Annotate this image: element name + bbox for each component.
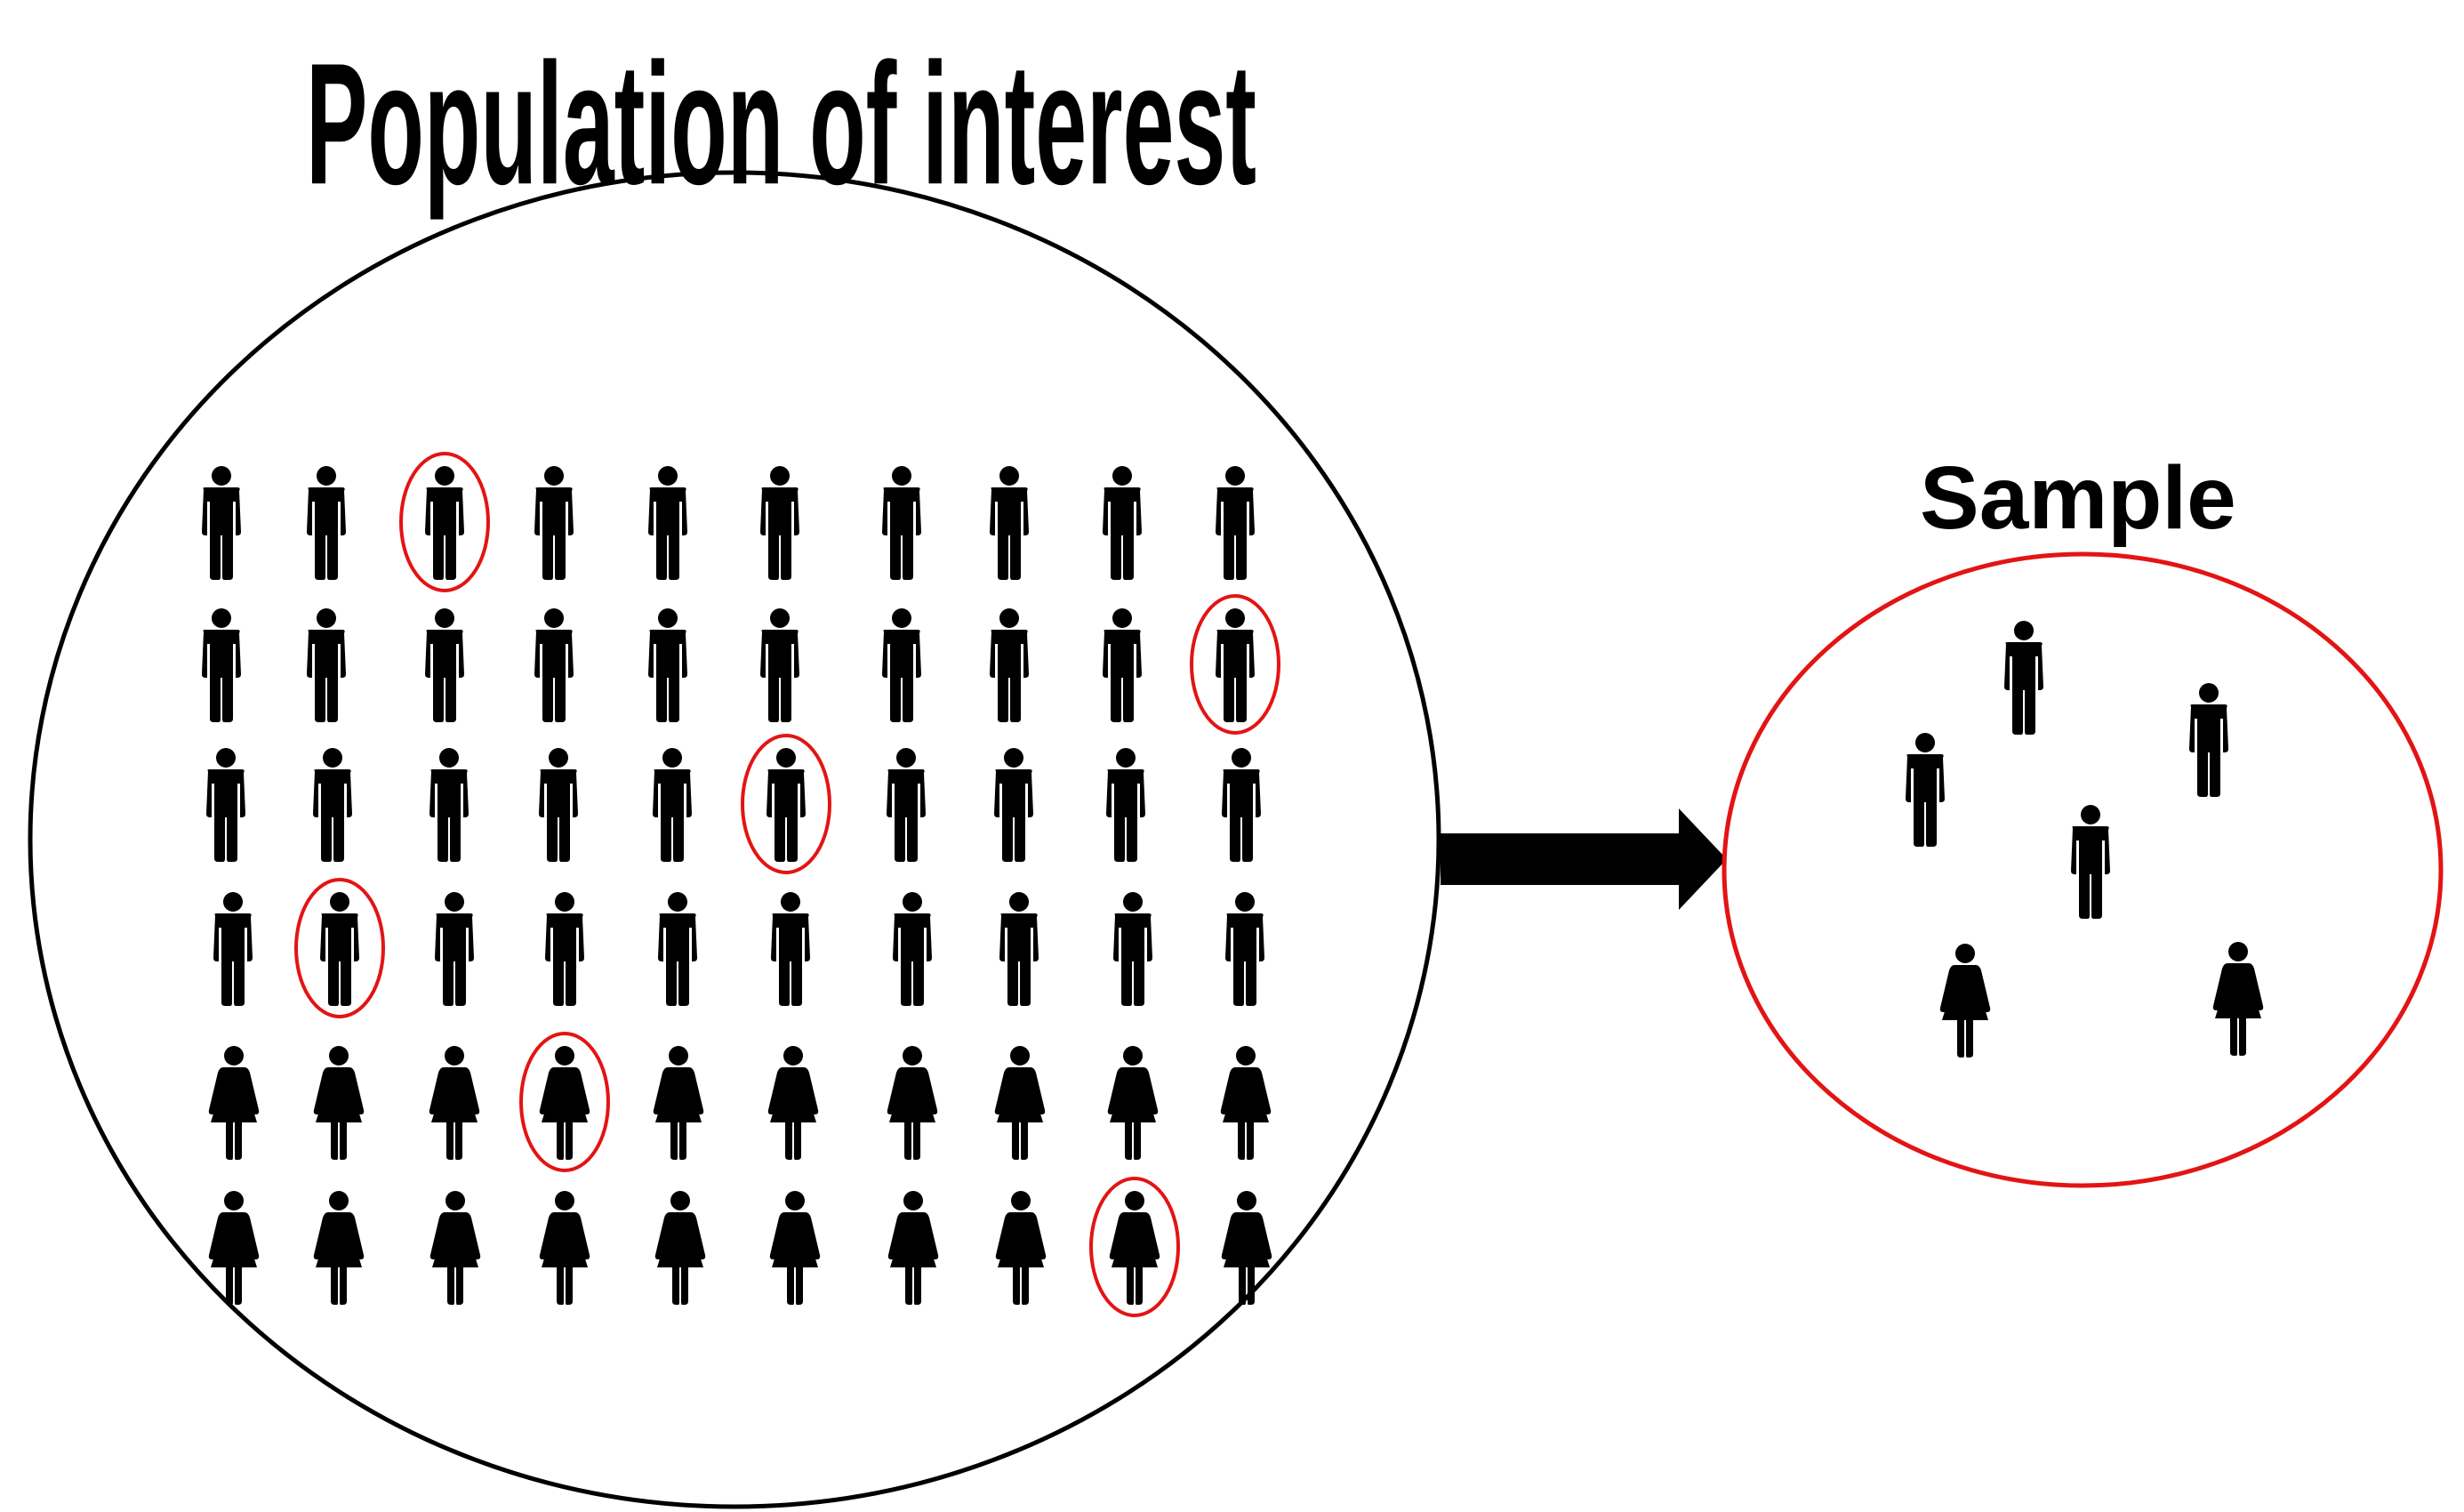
- sample-title: Sample: [1920, 448, 2236, 548]
- female-person-icon: [769, 1191, 821, 1305]
- male-person-icon: [648, 608, 687, 722]
- male-person-icon: [658, 892, 697, 1006]
- selection-highlight-ellipse: [399, 452, 490, 592]
- male-person-icon: [760, 466, 799, 580]
- female-person-icon: [887, 1046, 938, 1160]
- arrow: [1441, 808, 1727, 910]
- male-person-icon: [994, 748, 1033, 862]
- female-person-icon: [1107, 1046, 1159, 1160]
- population-title: Population of interest: [306, 28, 1256, 222]
- population-circle: [28, 170, 1441, 1509]
- male-person-icon: [990, 608, 1029, 722]
- male-person-icon: [1103, 608, 1142, 722]
- selection-highlight-ellipse: [294, 878, 385, 1018]
- female-person-icon: [429, 1191, 481, 1305]
- male-person-icon: [425, 608, 464, 722]
- male-person-icon: [534, 466, 574, 580]
- male-person-icon: [2004, 621, 2043, 735]
- male-person-icon: [1906, 733, 1945, 847]
- male-person-icon: [882, 608, 921, 722]
- male-person-icon: [1106, 748, 1145, 862]
- female-person-icon: [429, 1046, 480, 1160]
- population-grid: [202, 452, 1280, 1317]
- male-person-icon: [760, 608, 799, 722]
- female-person-icon: [1109, 1191, 1160, 1305]
- male-person-icon: [893, 892, 932, 1006]
- female-person-icon: [767, 1046, 819, 1160]
- male-person-icon: [206, 748, 245, 862]
- male-person-icon: [1216, 466, 1255, 580]
- female-person-icon: [208, 1191, 260, 1305]
- male-person-icon: [771, 892, 810, 1006]
- male-person-icon: [202, 608, 241, 722]
- female-person-icon: [1221, 1191, 1272, 1305]
- selection-highlight-ellipse: [741, 734, 831, 874]
- sample-people: [1906, 621, 2264, 1058]
- male-person-icon: [425, 466, 464, 580]
- male-person-icon: [307, 608, 346, 722]
- male-person-icon: [887, 748, 926, 862]
- male-person-icon: [766, 748, 806, 862]
- male-person-icon: [429, 748, 469, 862]
- male-person-icon: [1216, 608, 1255, 722]
- sample-circle: [1722, 551, 2444, 1188]
- male-person-icon: [648, 466, 687, 580]
- male-person-icon: [2071, 805, 2110, 919]
- male-person-icon: [213, 892, 253, 1006]
- male-person-icon: [545, 892, 584, 1006]
- male-person-icon: [882, 466, 921, 580]
- male-person-icon: [1222, 748, 1261, 862]
- female-person-icon: [654, 1191, 706, 1305]
- female-person-icon: [313, 1046, 365, 1160]
- selection-highlight-ellipse: [519, 1032, 610, 1172]
- male-person-icon: [1113, 892, 1152, 1006]
- female-person-icon: [539, 1046, 590, 1160]
- female-person-icon: [994, 1046, 1046, 1160]
- female-person-icon: [653, 1046, 704, 1160]
- male-person-icon: [2189, 683, 2228, 797]
- female-person-icon: [1220, 1046, 1272, 1160]
- female-person-icon: [208, 1046, 260, 1160]
- female-person-icon: [313, 1191, 365, 1305]
- male-person-icon: [534, 608, 574, 722]
- male-person-icon: [1103, 466, 1142, 580]
- female-person-icon: [995, 1191, 1047, 1305]
- male-person-icon: [313, 748, 352, 862]
- male-person-icon: [202, 466, 241, 580]
- male-person-icon: [653, 748, 692, 862]
- male-person-icon: [307, 466, 346, 580]
- female-person-icon: [2212, 942, 2264, 1056]
- male-person-icon: [435, 892, 474, 1006]
- selection-highlight-ellipse: [1089, 1177, 1180, 1317]
- male-person-icon: [1225, 892, 1264, 1006]
- male-person-icon: [320, 892, 359, 1006]
- female-person-icon: [539, 1191, 590, 1305]
- male-person-icon: [539, 748, 578, 862]
- male-person-icon: [990, 466, 1029, 580]
- male-person-icon: [999, 892, 1039, 1006]
- selection-highlight-ellipse: [1190, 594, 1280, 735]
- female-person-icon: [887, 1191, 939, 1305]
- female-person-icon: [1939, 944, 1991, 1058]
